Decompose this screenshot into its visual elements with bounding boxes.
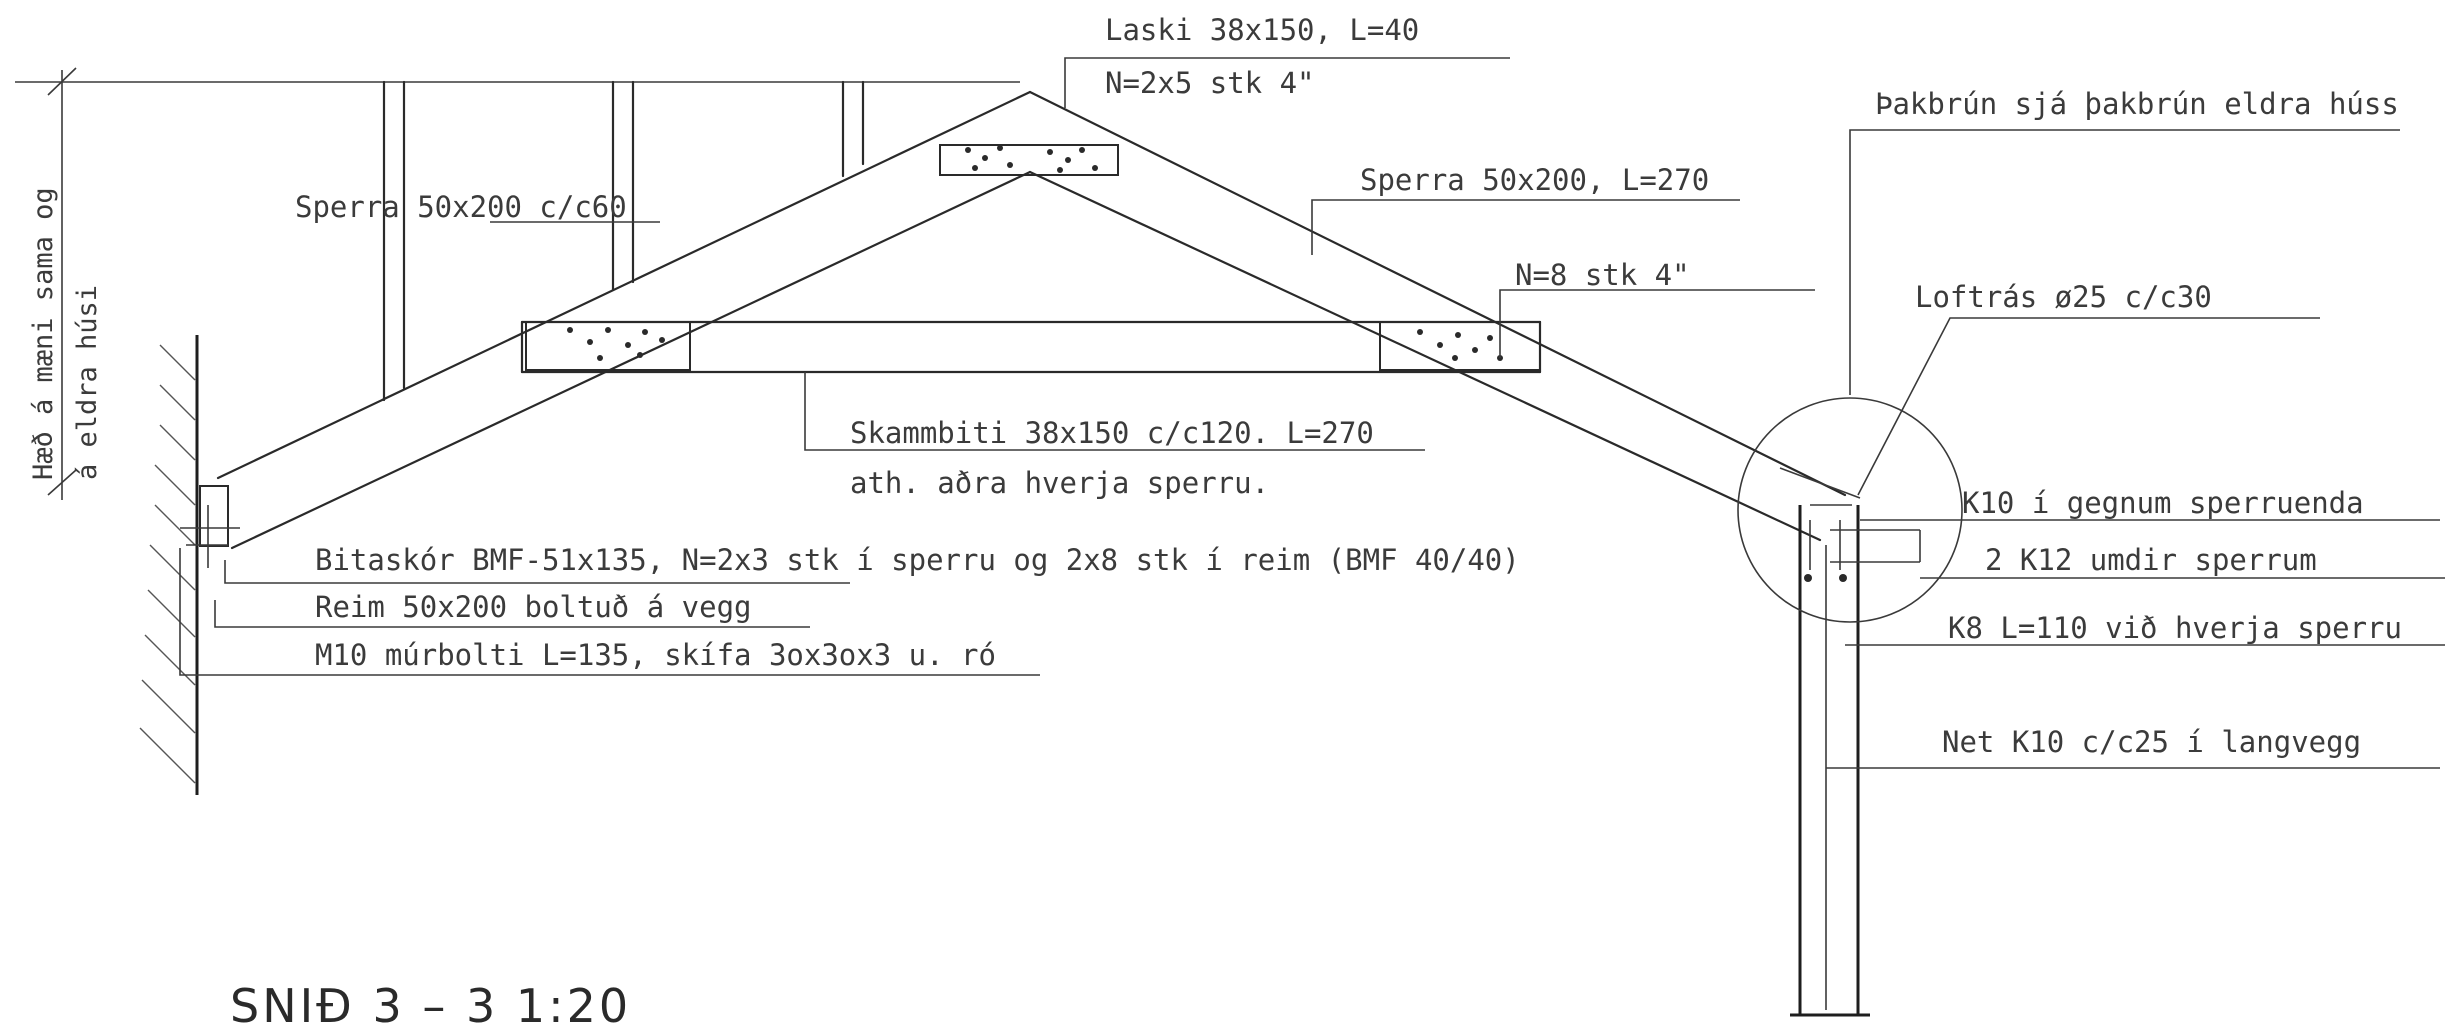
left-rafter-bottom <box>230 170 1032 550</box>
label-net: Net K10 c/c25 í langvegg <box>1942 725 2361 759</box>
label-sperra-cc: Sperra 50x200 c/c60 <box>295 190 627 224</box>
eave-detail-circle <box>1737 397 1963 623</box>
left-collar-nails <box>567 327 665 361</box>
label-laski-nails: N=2x5 stk 4" <box>1105 66 1315 100</box>
right-rafter-top <box>1028 90 1847 497</box>
label-thakbrun: Þakbrún sjá þakbrún eldra húss <box>1875 87 2399 121</box>
label-murbolti: M10 múrbolti L=135, skífa 3ox3ox3 u. ró <box>315 638 996 672</box>
label-k8: K8 L=110 við hverja sperru <box>1948 611 2402 645</box>
label-reim: Reim 50x200 boltuð á vegg <box>315 590 752 624</box>
ridge-gusset-plate <box>939 144 1119 176</box>
left-wall-plate <box>199 485 229 547</box>
leader-loftras <box>1857 317 2320 496</box>
ridge-note-line-2: á eldra húsi <box>72 285 103 480</box>
section-title: SNIÐ 3 – 3 1:20 <box>230 979 631 1033</box>
label-sperra-l: Sperra 50x200, L=270 <box>1360 163 1709 197</box>
left-collar-gusset <box>525 321 691 371</box>
left-wall-hatching <box>139 344 196 784</box>
right-collar-nails <box>1417 329 1503 361</box>
leader-n8 <box>1499 289 1815 358</box>
right-rafter-bottom <box>1028 170 1822 542</box>
leader-sperra-l <box>1311 199 1740 255</box>
left-rafter-top <box>216 90 1032 480</box>
leader-thakbrun <box>1849 129 2400 395</box>
ridge-nails <box>965 145 1098 173</box>
right-collar-gusset <box>1379 321 1541 371</box>
label-skammbiti-note: ath. aðra hverja sperru. <box>850 466 1269 500</box>
ridge-height-note: Hæð á mæni sama og á eldra húsi <box>28 187 103 480</box>
eave-overhang <box>1779 467 1861 499</box>
ridge-marker-tick-top <box>47 67 77 96</box>
label-loftras: Loftrás ø25 c/c30 <box>1915 280 2212 314</box>
leader-laski <box>1064 57 1510 108</box>
rebar-dot-2 <box>1839 574 1847 582</box>
label-laski: Laski 38x150, L=40 <box>1105 13 1419 47</box>
rebar-dot-1 <box>1804 574 1812 582</box>
leader-skammbiti <box>804 372 1425 451</box>
label-bitaskor: Bitaskór BMF-51x135, N=2x3 stk í sperru … <box>315 543 1520 577</box>
ridge-note-line-1: Hæð á mæni sama og <box>28 187 59 480</box>
label-k10: K10 í gegnum sperruenda <box>1962 486 2364 520</box>
label-k12: 2 K12 umdir sperrum <box>1985 543 2317 577</box>
label-n8: N=8 stk 4" <box>1515 258 1690 292</box>
leader-reim <box>214 600 810 628</box>
leader-murbolti <box>179 548 1040 676</box>
label-skammbiti: Skammbiti 38x150 c/c120. L=270 <box>850 416 1374 450</box>
leader-bitaskor <box>224 560 850 584</box>
ridge-marker-tick-bottom <box>47 469 77 496</box>
